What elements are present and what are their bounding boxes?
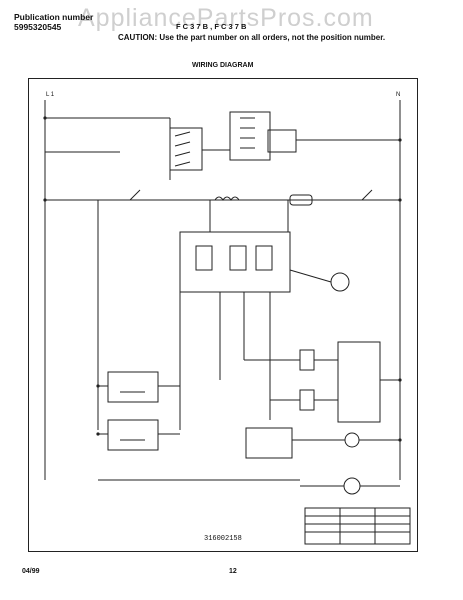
legend-table	[304, 507, 411, 545]
fluorescent-lamp	[289, 194, 313, 206]
oven-lamp	[343, 477, 361, 495]
ignition-switches	[229, 111, 271, 161]
door-switch	[245, 427, 293, 459]
lock-switch-a	[107, 371, 159, 403]
publication-number: 5995320545	[14, 22, 62, 32]
caution-note: CAUTION: Use the part number on all orde…	[118, 33, 386, 42]
model-numbers: F C 3 7 B , F C 3 7 B	[176, 22, 247, 31]
electronic-oven-control	[179, 231, 291, 293]
watermark: AppliancePartsPros.com	[78, 4, 374, 32]
surface-switches-block	[169, 127, 203, 171]
temperature-probe	[330, 272, 350, 292]
diagram-title: WIRING DIAGRAM	[192, 62, 254, 69]
drawing-number: 316002158	[204, 535, 242, 543]
diagram-frame	[28, 78, 418, 552]
gas-valve	[337, 341, 381, 423]
footer-date: 04/99	[22, 568, 40, 575]
line-label-n: N	[396, 92, 400, 98]
bake-igniter	[299, 389, 315, 411]
spark-module	[267, 129, 297, 153]
broil-igniter	[299, 349, 315, 371]
footer-page-number: 12	[229, 568, 237, 575]
lock-motor	[344, 432, 360, 448]
ballast-coil	[214, 196, 240, 201]
lock-switch-b	[107, 419, 159, 451]
line-label-l1: L 1	[46, 92, 55, 98]
publication-label: Publication number	[14, 12, 94, 22]
